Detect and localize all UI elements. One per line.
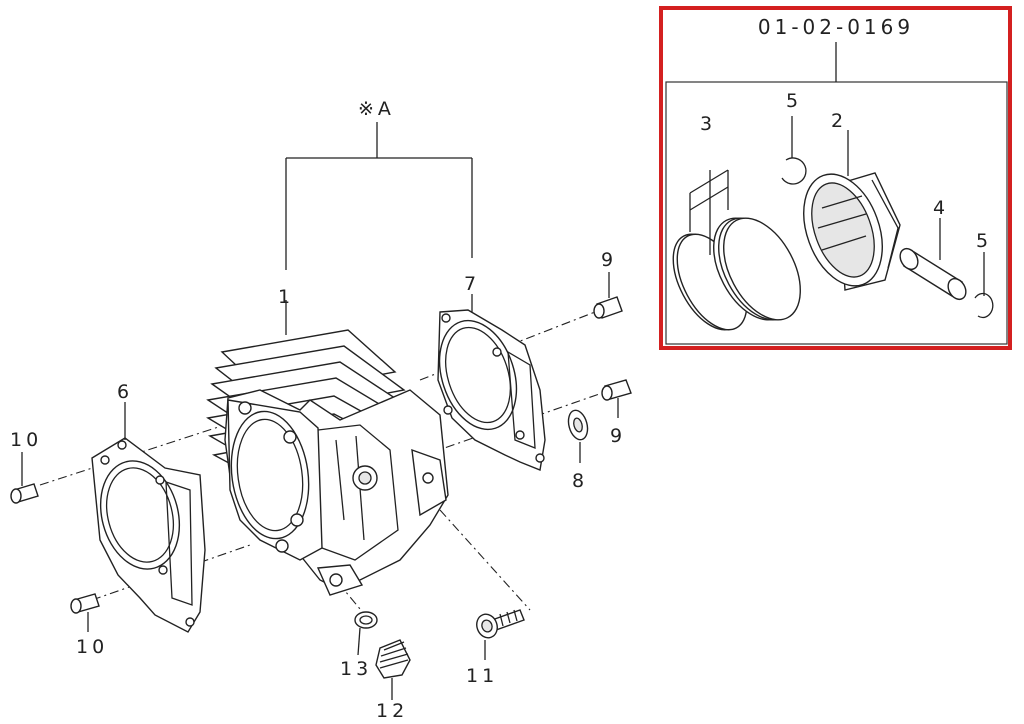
callout-gasket-head: 7 [464, 273, 480, 295]
callout-piston: 2 [831, 110, 847, 132]
callout-gasket-base: 6 [117, 381, 133, 403]
dowel-left-top [10, 452, 39, 504]
piston [803, 130, 901, 291]
callout-dowel-left-top: 10 [10, 429, 42, 451]
kit-part-number: 01-02-0169 [758, 15, 914, 39]
callout-drain-washer: 13 [340, 658, 372, 680]
dowel-mid-right [601, 379, 632, 418]
callout-clip-right: 5 [976, 230, 992, 252]
dowel-left-bottom [70, 593, 100, 632]
drain-bolt [375, 639, 411, 700]
callout-dowel-left-bottom: 10 [76, 636, 108, 658]
dowel-top-right [593, 272, 623, 319]
callout-clip-left: 5 [786, 90, 802, 112]
assembly-bracket: ※A [285, 98, 473, 270]
callout-washer-right: 8 [572, 470, 588, 492]
clip-right [974, 252, 994, 319]
washer-right [567, 409, 589, 463]
callout-cylinder: 1 [278, 286, 294, 308]
callout-piston-rings: 3 [700, 113, 716, 135]
callout-piston-pin: 4 [933, 197, 949, 219]
callout-dowel-mid-right: 9 [610, 425, 626, 447]
kit-box: 01-02-0169 [659, 6, 1012, 350]
piston-pin [899, 218, 967, 301]
kit-highlight-frame [659, 6, 1012, 350]
piston-rings [672, 169, 801, 331]
gasket-head [437, 294, 546, 471]
gasket-base [91, 402, 206, 633]
assembly-marker: ※A [358, 98, 395, 120]
callout-bolt: 11 [466, 665, 498, 687]
bolt [476, 609, 525, 660]
callout-drain-bolt: 12 [376, 700, 408, 719]
clip-left [781, 116, 807, 185]
drain-washer [354, 611, 378, 656]
callout-dowel-top-right: 9 [601, 249, 617, 271]
cylinder [206, 300, 449, 596]
